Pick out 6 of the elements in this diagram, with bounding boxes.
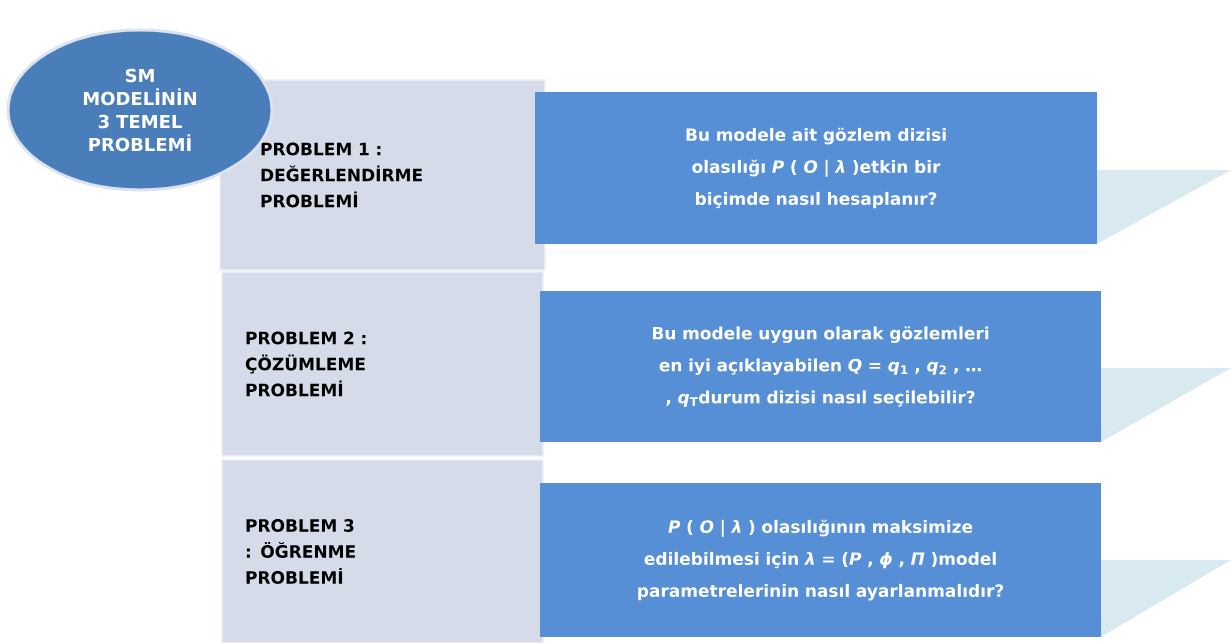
question-box: P ( O | λ ) olasılığının maksimize edilebilmesi için λ = (P , ϕ , Π )model parametrelerinin nasıl ayarlanmalıdır?	[540, 483, 1231, 637]
problem-panel: PROBLEM 2 : ÇÖZÜMLEME PROBLEMİ	[221, 271, 544, 457]
problem-panel: PROBLEM 1 : DEĞERLENDİRME PROBLEMİ	[219, 79, 546, 271]
problem-panel: PROBLEM 3 : ÖĞRENME PROBLEMİ	[221, 459, 544, 643]
question-box: Bu modele uygun olarak gözlemleri en iyi açıklayabilen Q = q$_{1}$ , q$_{2}$ , … , q$_{T}$durum dizisi nasıl seçilebilir?	[540, 291, 1231, 442]
question-box: Bu modele ait gözlem dizisi olasılığı P ( O | λ )etkin bir biçimde nasıl hesaplanır?	[535, 92, 1231, 244]
